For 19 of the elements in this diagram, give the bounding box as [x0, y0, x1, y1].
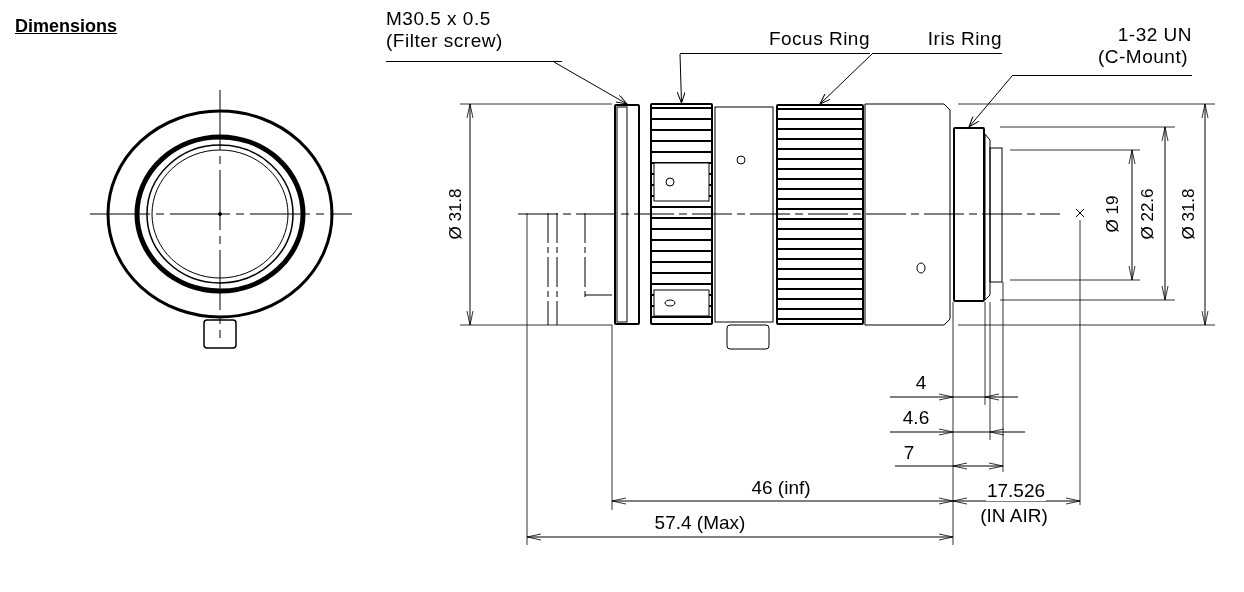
title: Dimensions	[15, 15, 118, 38]
focus-ring	[650, 103, 713, 325]
callout-text: M30.5 x 0.5	[386, 8, 491, 30]
callout-text: Iris Ring	[927, 28, 1002, 50]
dimension-label: 57.4 (Max)	[653, 513, 747, 533]
mount-thread	[953, 127, 985, 302]
callout-text: Focus Ring	[768, 28, 870, 50]
dimension-label: 46 (inf)	[750, 478, 812, 498]
iris-ring	[776, 104, 864, 325]
leader-line	[676, 53, 686, 104]
callout-text: 1-32 UN	[1117, 24, 1192, 46]
dimension-label: 17.526	[985, 481, 1047, 501]
dimension-label: (IN AIR)	[979, 506, 1049, 526]
leader-line	[968, 75, 1013, 128]
filter-ring	[614, 104, 640, 325]
callout-text: (C-Mount)	[1098, 46, 1189, 68]
leader-line	[553, 61, 628, 105]
leader-line	[819, 53, 873, 105]
callout-text: (Filter screw)	[386, 30, 503, 52]
